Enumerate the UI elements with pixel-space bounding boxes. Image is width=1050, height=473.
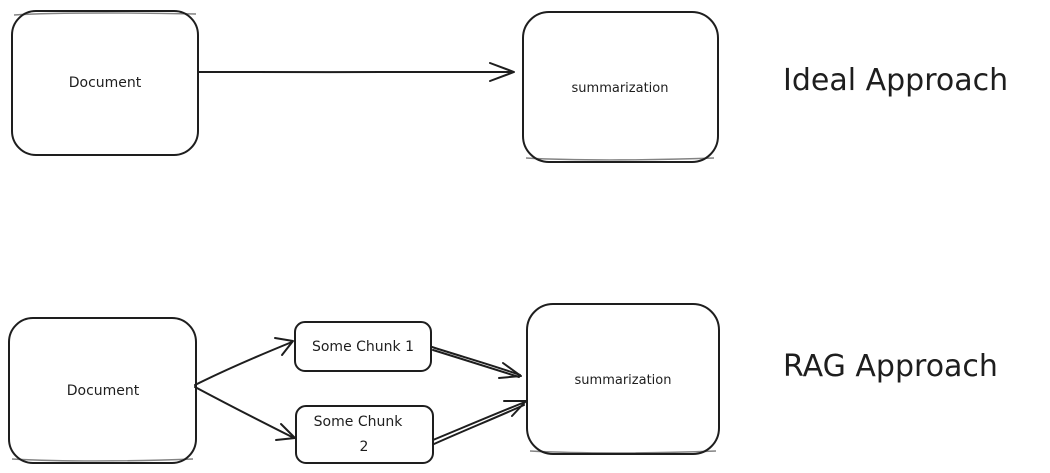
rag-summarization-node[interactable]: summarization bbox=[526, 303, 720, 455]
ideal-document-node[interactable]: Document bbox=[11, 10, 199, 156]
ideal-summarization-node[interactable]: summarization bbox=[522, 11, 719, 163]
rag-approach-heading: RAG Approach bbox=[783, 349, 998, 384]
rag-chunk1-label: Some Chunk 1 bbox=[312, 339, 414, 355]
rag-edge-chunk1-to-summarization bbox=[431, 346, 522, 379]
ideal-document-label: Document bbox=[69, 75, 142, 91]
rag-document-node[interactable]: Document bbox=[8, 317, 197, 464]
rag-summarization-label: summarization bbox=[575, 373, 672, 388]
ideal-approach-diagram: Document summarization Ideal Approach bbox=[11, 10, 1008, 163]
rag-chunk2-label-line2: 2 bbox=[360, 439, 369, 455]
ideal-summarization-label: summarization bbox=[572, 81, 669, 96]
ideal-edge-document-to-summarization bbox=[198, 62, 515, 82]
rag-chunk2-label-line1: Some Chunk bbox=[314, 414, 404, 430]
rag-approach-diagram: Document Some Chunk 1 Some Chunk 2 bbox=[8, 303, 998, 464]
rag-chunk1-node[interactable]: Some Chunk 1 bbox=[294, 321, 432, 372]
ideal-approach-heading: Ideal Approach bbox=[783, 63, 1008, 98]
rag-document-label: Document bbox=[67, 383, 140, 399]
rag-edge-document-to-chunk2 bbox=[194, 386, 296, 441]
rag-edge-chunk2-to-summarization bbox=[432, 400, 527, 445]
rag-chunk2-node[interactable]: Some Chunk 2 bbox=[295, 405, 434, 464]
rag-edge-document-to-chunk1 bbox=[194, 337, 294, 386]
